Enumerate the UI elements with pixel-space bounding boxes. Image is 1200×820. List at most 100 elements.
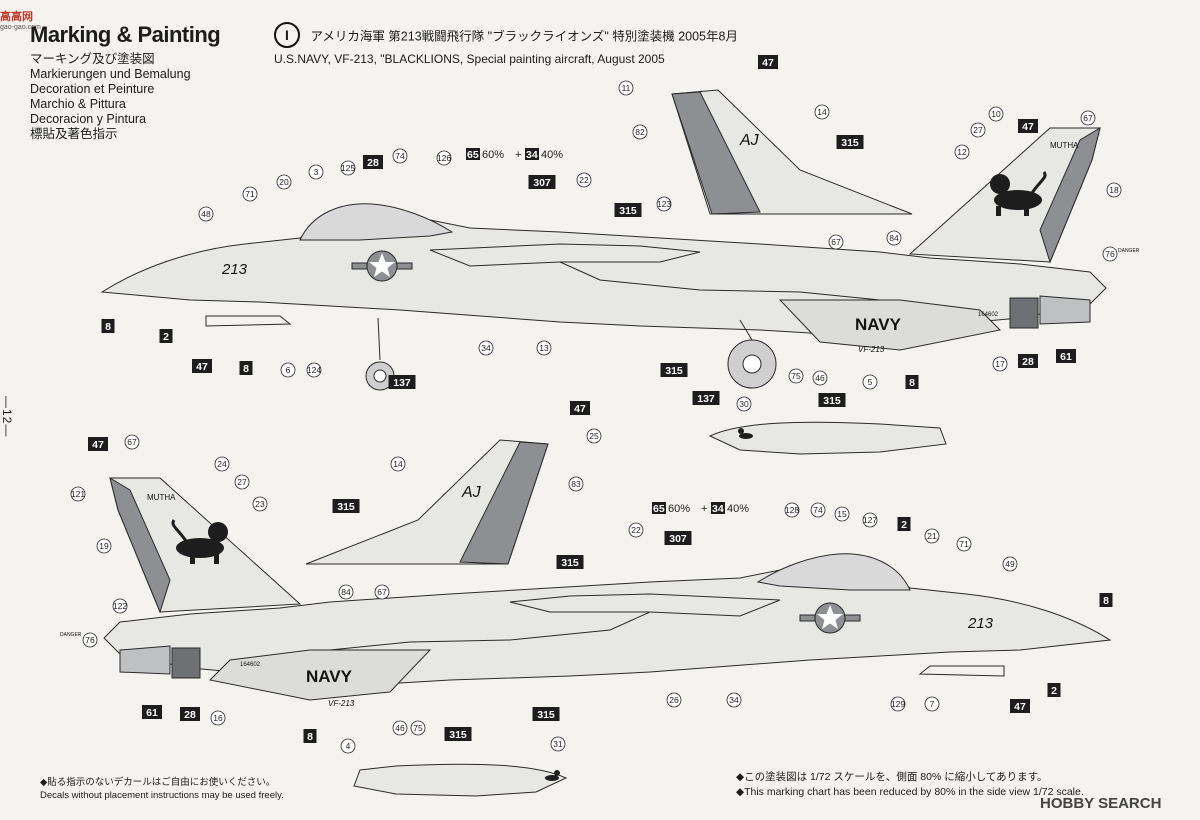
bottom-callout-7: 24 — [214, 456, 230, 472]
top-callout-31: 34 — [478, 340, 494, 356]
bottom-callout-34: 75 — [410, 720, 426, 736]
scale-note-jp: ◆この塗装図は 1/72 スケールを、側面 80% に縮小してあります。 — [736, 771, 1048, 783]
svg-text:8: 8 — [105, 321, 111, 333]
svg-text:123: 123 — [657, 199, 671, 209]
top-callout-8: 27 — [970, 122, 986, 138]
top-national-insignia — [351, 250, 413, 282]
title-line-jp: マーキング及び塗装図 — [30, 52, 155, 66]
top-callout-29: 6 — [280, 362, 296, 378]
bottom-callout-23: 2 — [897, 517, 911, 531]
svg-text:47: 47 — [1014, 701, 1026, 713]
svg-text:46: 46 — [395, 723, 405, 733]
top-callout-0: 11 — [618, 80, 634, 96]
top-modex: 213 — [221, 261, 248, 278]
svg-text:5: 5 — [868, 377, 873, 387]
svg-text:22: 22 — [631, 525, 641, 535]
svg-text:20: 20 — [279, 177, 289, 187]
bottom-mix-note: 65 60% + 34 40% — [652, 502, 749, 515]
svg-text:60%: 60% — [668, 503, 690, 515]
svg-text:125: 125 — [341, 163, 355, 173]
bottom-modex: 213 — [967, 615, 994, 632]
bottom-callout-22: 127 — [862, 512, 878, 528]
bottom-callout-37: 315 — [532, 707, 560, 721]
svg-text:47: 47 — [1022, 121, 1034, 133]
svg-text:67: 67 — [1083, 113, 1093, 123]
top-callout-3: 14 — [814, 104, 830, 120]
svg-text:307: 307 — [533, 177, 551, 189]
svg-text:34: 34 — [481, 343, 491, 353]
scheme-header: I アメリカ海軍 第213戦闘飛行隊 "ブラックライオンズ" 特別塗装機 200… — [274, 22, 738, 66]
bottom-callout-2: 83 — [568, 476, 584, 492]
scale-note: ◆この塗装図は 1/72 スケールを、側面 80% に縮小してあります。 ◆Th… — [736, 770, 1084, 800]
svg-text:27: 27 — [973, 125, 983, 135]
bottom-navy-text: NAVY — [306, 667, 353, 686]
bottom-callout-15: 67 — [374, 584, 390, 600]
svg-text:2: 2 — [1051, 685, 1057, 697]
bottom-callout-16: 315 — [556, 555, 584, 569]
bottom-callout-17: 22 — [628, 522, 644, 538]
top-callout-43: 30 — [736, 396, 752, 412]
scheme-caption-en: U.S.NAVY, VF-213, "BLACKLIONS, Special p… — [274, 52, 665, 66]
svg-text:26: 26 — [669, 695, 679, 705]
svg-text:8: 8 — [909, 377, 915, 389]
bottom-callout-6: 67 — [124, 434, 140, 450]
top-mix-note: 65 60% + 34 40% — [466, 148, 563, 161]
bottom-callout-11: 19 — [96, 538, 112, 554]
svg-text:8: 8 — [307, 731, 313, 743]
svg-text:129: 129 — [891, 699, 905, 709]
top-callout-2: 82 — [632, 124, 648, 140]
bottom-national-insignia — [799, 602, 861, 634]
svg-text:25: 25 — [589, 431, 599, 441]
svg-text:28: 28 — [367, 157, 379, 169]
title-line-fr: Decoration et Peinture — [30, 82, 155, 96]
top-callout-18: 48 — [198, 206, 214, 222]
bottom-danger-label: DANGER — [60, 632, 82, 638]
bottom-callout-12: 122 — [112, 598, 128, 614]
svg-text:8: 8 — [1103, 595, 1109, 607]
bottom-callout-4: 315 — [332, 499, 360, 513]
svg-text:76: 76 — [85, 635, 95, 645]
top-canopy — [299, 203, 454, 241]
top-callout-42: 137 — [692, 391, 720, 405]
bottom-callout-20: 74 — [810, 502, 826, 518]
svg-text:17: 17 — [995, 359, 1005, 369]
top-callout-41: 61 — [1056, 349, 1076, 363]
top-lion-emblem — [990, 171, 1047, 216]
bottom-callout-13: 76 — [82, 632, 98, 648]
top-callout-32: 13 — [536, 340, 552, 356]
svg-text:47: 47 — [574, 403, 586, 415]
svg-text:46: 46 — [815, 373, 825, 383]
svg-text:23: 23 — [255, 499, 265, 509]
svg-text:67: 67 — [377, 587, 387, 597]
svg-text:19: 19 — [99, 541, 109, 551]
bottom-callout-25: 71 — [956, 536, 972, 552]
bottom-callout-30: 16 — [210, 710, 226, 726]
bottom-callout-38: 129 — [890, 696, 906, 712]
svg-text:48: 48 — [201, 209, 211, 219]
top-callout-17: 71 — [242, 186, 258, 202]
svg-text:75: 75 — [413, 723, 423, 733]
bottom-callout-9: 23 — [252, 496, 268, 512]
svg-text:82: 82 — [635, 127, 645, 137]
top-callout-26: 8 — [101, 319, 115, 333]
bottom-callout-40: 2 — [1047, 683, 1061, 697]
svg-text:47: 47 — [762, 57, 774, 69]
svg-text:124: 124 — [307, 365, 321, 375]
bottom-callout-18: 307 — [664, 531, 692, 545]
svg-text:84: 84 — [889, 233, 899, 243]
svg-text:67: 67 — [831, 237, 841, 247]
bottom-callout-14: 84 — [338, 584, 354, 600]
svg-text:15: 15 — [837, 509, 847, 519]
watermark: HOBBY SEARCH — [1040, 795, 1162, 812]
top-callout-9: 12 — [954, 144, 970, 160]
top-callout-15: 126 — [436, 150, 452, 166]
title-line-cn: 標貼及著色指示 — [30, 127, 118, 141]
svg-text:315: 315 — [841, 137, 859, 149]
bottom-lion-emblem — [171, 519, 228, 564]
svg-text:13: 13 — [539, 343, 549, 353]
svg-text:34: 34 — [526, 149, 538, 161]
svg-text:47: 47 — [92, 439, 104, 451]
svg-text:307: 307 — [669, 533, 687, 545]
svg-text:137: 137 — [393, 377, 411, 389]
